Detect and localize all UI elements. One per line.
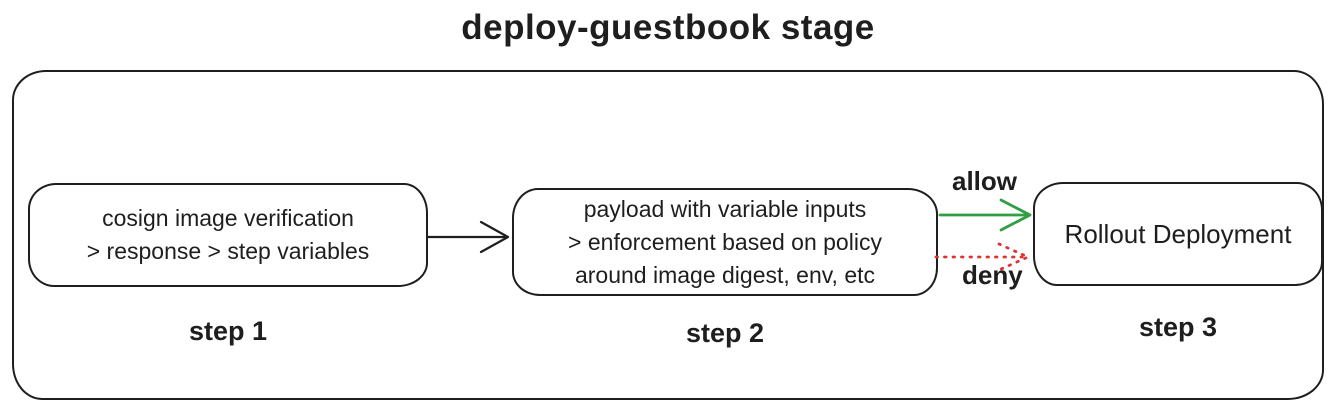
node-step-3-line-1: Rollout Deployment [1064,218,1292,249]
node-step-1-line-1: cosign image verification [102,205,354,231]
step-3-label: step 3 [1138,312,1218,342]
node-step-1: cosign image verification > response > s… [28,183,428,287]
allow-arrow-label: allow [952,166,1018,196]
node-step-3: Rollout Deployment [1033,182,1323,286]
node-step-2-line-2: > enforcement based on policy [568,228,882,255]
node-step-1-line-2: > response > step variables [86,238,370,264]
step-1-label: step 1 [188,316,268,346]
deny-arrow-label: deny [962,260,1023,290]
node-step-2-line-3: around image digest, env, etc [574,261,876,288]
step-2-label: step 2 [685,318,765,348]
node-step-2-line-1: payload with variable inputs [583,195,867,222]
diagram-title: deploy-guestbook stage [461,8,875,47]
node-step-2: payload with variable inputs > enforceme… [512,188,938,296]
stage-frame [12,70,1324,400]
